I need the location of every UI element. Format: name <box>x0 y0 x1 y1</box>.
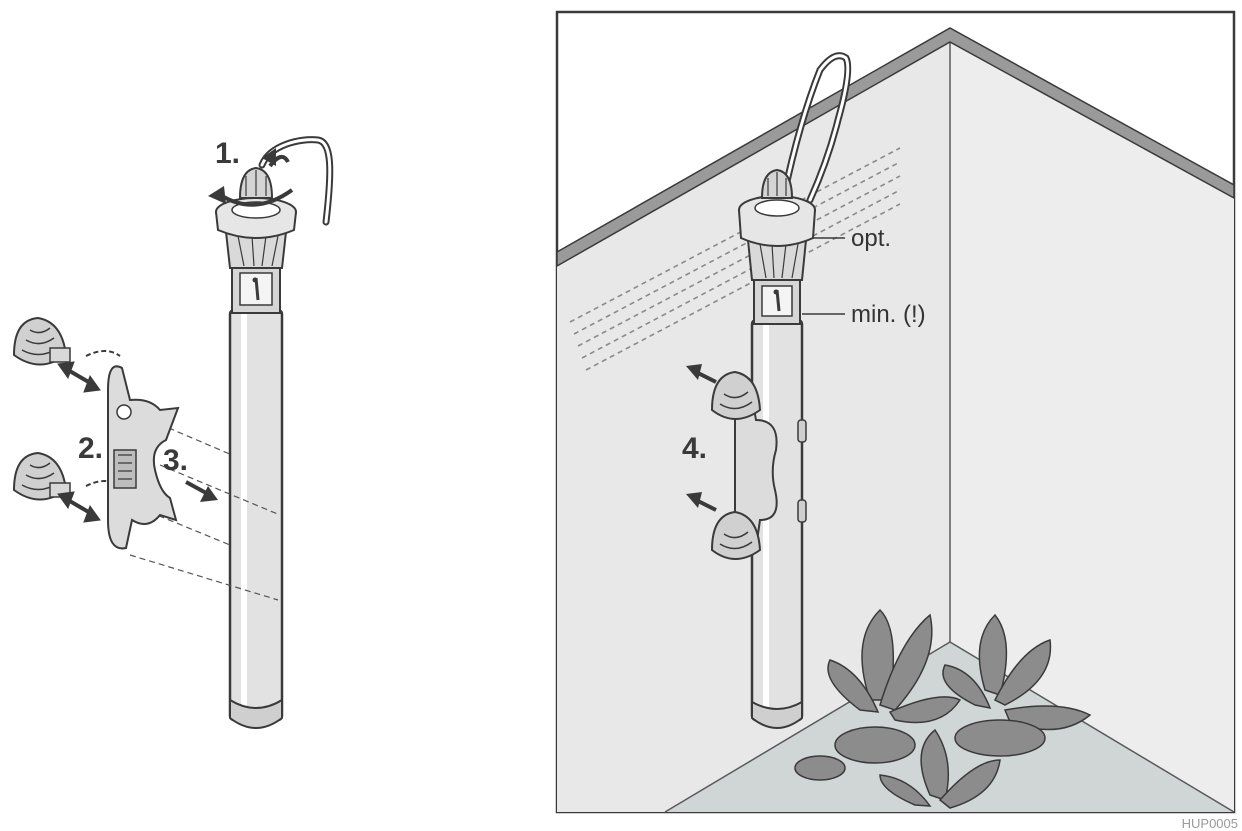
slide-arrow <box>185 480 218 502</box>
step-4-label: 4. <box>682 432 707 465</box>
figure-code: HUP0005 <box>1182 816 1238 831</box>
press-arrows <box>686 364 717 512</box>
aquarium-illustration: 4. opt. min. (!) <box>555 10 1236 814</box>
opt-level-label: opt. <box>851 225 891 252</box>
aquarium-plants <box>794 608 1092 809</box>
tank-rim <box>556 27 1235 268</box>
power-cable-installed <box>782 54 850 202</box>
min-level-label: min. (!) <box>851 301 926 328</box>
step-2-label: 2. <box>78 432 103 465</box>
assembly-illustration: 1. <box>12 136 334 729</box>
attach-arrows <box>57 350 121 523</box>
step-3-label: 3. <box>163 444 188 477</box>
right-wall <box>950 35 1234 812</box>
heater-holder-clip <box>107 365 180 550</box>
suction-cup-lower <box>12 451 71 501</box>
heater-tube <box>215 166 297 729</box>
water-surface <box>569 147 901 371</box>
suction-cup-upper <box>12 316 71 366</box>
holder-installed <box>710 370 778 560</box>
step-1-label: 1. <box>215 137 240 170</box>
rotate-arrows <box>208 148 294 207</box>
